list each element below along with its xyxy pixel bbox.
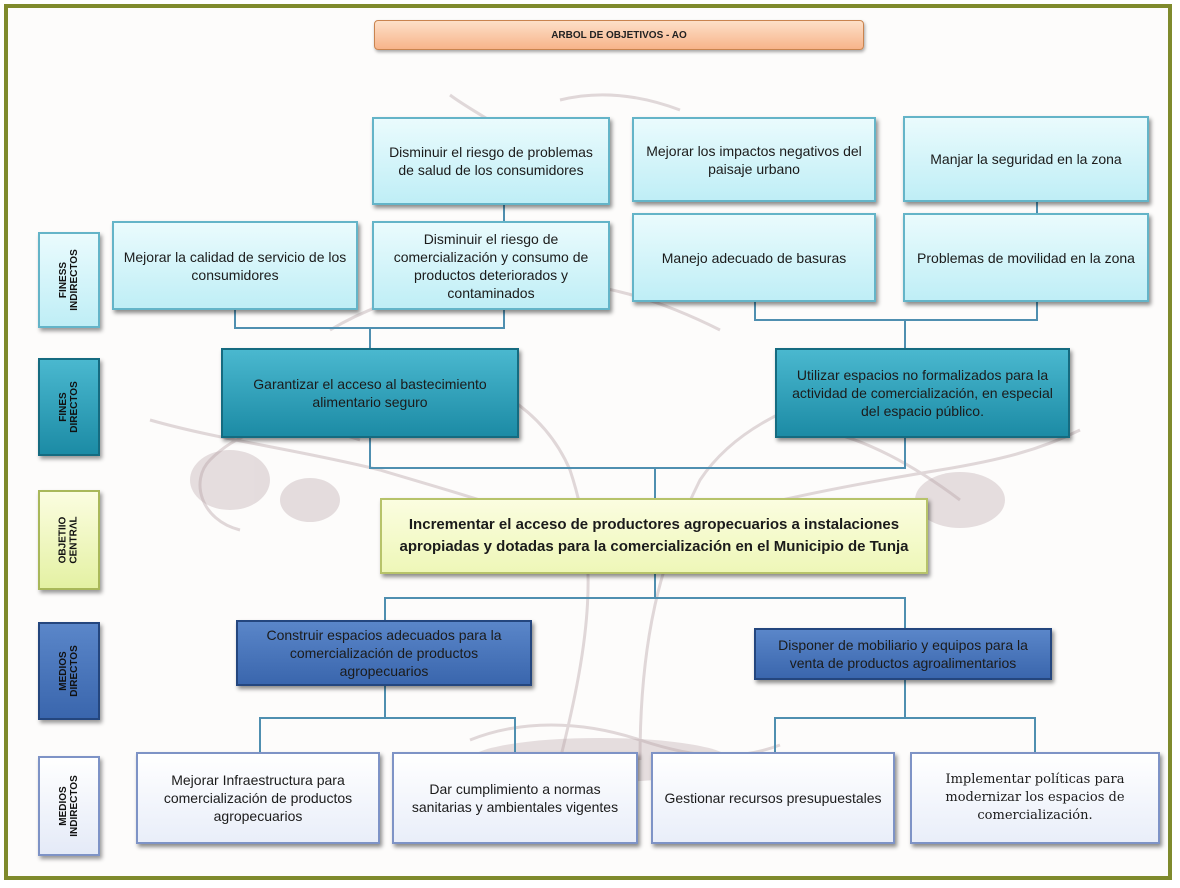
fin-indirecto-calidad-box: Mejorar la calidad de servicio de los co… <box>112 221 358 310</box>
medio-indirecto-politicas-box: Implementar políticas para modernizar lo… <box>910 752 1160 844</box>
side-label-fines-indirectos: FINESS INDIRECTOS <box>38 232 100 328</box>
fin-directo-espacio-publico-box: Utilizar espacios no formalizados para l… <box>775 348 1070 438</box>
side-label-objetivo-central: OBJETIΙO CENTRΛL <box>38 490 100 590</box>
fin-indirecto-salud-box: Disminuir el riesgo de problemas de salu… <box>372 117 610 205</box>
fin-directo-abastecimiento-box: Garantizar el acceso al bastecimiento al… <box>221 348 519 438</box>
diagram-title: ARBOL DE OBJETIVOS - AO <box>374 20 864 50</box>
fin-indirecto-paisaje-box: Mejorar los impactos negativos del paisa… <box>632 117 876 202</box>
side-label-text: MEDIOS INDIRECTOS <box>58 775 80 837</box>
fin-indirecto-movilidad-box: Problemas de movilidad en la zona <box>903 213 1149 302</box>
side-label-text: FINESS INDIRECTOS <box>58 249 80 311</box>
fin-indirecto-riesgo-box: Disminuir el riesgo de comercialización … <box>372 221 610 310</box>
objetivo-central-box: Incrementar el acceso de productores agr… <box>380 498 928 574</box>
side-label-text: FINES DIRECTOS <box>58 381 80 433</box>
fin-indirecto-seguridad-box: Manjar la seguridad en la zona <box>903 116 1149 202</box>
fin-indirecto-basuras-box: Manejo adecuado de basuras <box>632 213 876 302</box>
side-label-fines-directos: FINES DIRECTOS <box>38 358 100 456</box>
side-label-medios-indirectos: MEDIOS INDIRECTOS <box>38 756 100 856</box>
medio-indirecto-infraestructura-box: Mejorar Infraestructura para comercializ… <box>136 752 380 844</box>
side-label-text: MEDIOS DIRECTOS <box>58 645 80 697</box>
medio-directo-espacios-box: Construir espacios adecuados para la com… <box>236 620 532 686</box>
side-label-text: OBJETIΙO CENTRΛL <box>57 516 80 564</box>
medio-indirecto-recursos-box: Gestionar recursos presupuestales <box>651 752 895 844</box>
medio-indirecto-normas-box: Dar cumplimiento a normas sanitarias y a… <box>392 752 638 844</box>
medio-directo-mobiliario-box: Disponer de mobiliario y equipos para la… <box>754 628 1052 680</box>
side-label-medios-directos: MEDIOS DIRECTOS <box>38 622 100 720</box>
